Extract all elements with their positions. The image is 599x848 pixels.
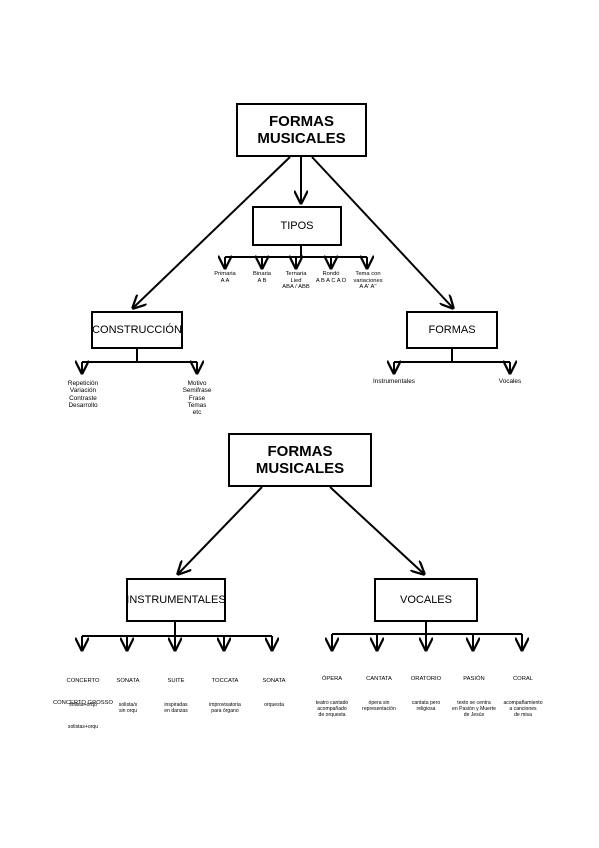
item-desc: cantata pero religiosa bbox=[411, 700, 441, 713]
vocal-pasion: PASIÓN texto se centra en Pasión y Muert… bbox=[444, 658, 504, 737]
item-name: SONATA bbox=[262, 678, 286, 685]
item-desc: solistas+orqu bbox=[67, 724, 99, 731]
item-name: CORAL bbox=[513, 676, 533, 683]
instrumental-concerto-grosso: CONCERTO GROSSO solistas+orqu bbox=[48, 682, 118, 750]
item-desc: orquesta bbox=[264, 702, 284, 709]
instrumental-sonata-solista: SONATA solista/s sin orqu bbox=[106, 660, 150, 734]
vocales-box: VOCALES bbox=[374, 578, 478, 622]
instrumental-toccata: TOCCATA improvisatoria para órgano bbox=[198, 660, 252, 734]
item-name: CONCERTO bbox=[66, 678, 100, 685]
item-name: ORATORIO bbox=[410, 676, 442, 683]
item-desc: improvisatoria para órgano bbox=[209, 702, 241, 715]
item-name: TOCCATA bbox=[211, 678, 239, 685]
item-desc: inspiradas en danzas bbox=[164, 702, 188, 715]
vocal-coral: CORAL acompañamiento a canciones de misa bbox=[494, 658, 552, 737]
item-name: CONCERTO GROSSO bbox=[52, 700, 114, 707]
construccion-box: CONSTRUCCIÓN bbox=[91, 311, 183, 349]
tipo-tema-con-variaciones: Tema con variaciones A A' A'' bbox=[353, 271, 383, 291]
item-desc: solista+orqu bbox=[69, 702, 97, 709]
construccion-item-repeticion: Repetición Variación Contraste Desarroll… bbox=[67, 380, 99, 410]
tipo-ternaria: Ternaria Lied ABA / ABB bbox=[282, 271, 310, 291]
item-desc: solista/s sin orqu bbox=[118, 702, 138, 715]
item-name: ÓPERA bbox=[321, 676, 343, 683]
tipo-binaria: Binaria A B bbox=[252, 271, 272, 284]
item-desc: acompañamiento a canciones de misa bbox=[503, 700, 543, 719]
item-name: PASIÓN bbox=[463, 676, 485, 683]
formas-musicales-box: FORMAS MUSICALES bbox=[236, 103, 367, 157]
item-name: CANTATA bbox=[366, 676, 392, 683]
item-name: SUITE bbox=[167, 678, 185, 685]
item-desc: texto se centra en Pasión y Muerte de Je… bbox=[452, 700, 496, 719]
tipo-rondo: Rondó A B A C A D bbox=[315, 271, 347, 284]
construccion-item-motivo: Motivo Semifrase Frase Temas etc bbox=[182, 380, 212, 417]
formas-box: FORMAS bbox=[406, 311, 498, 349]
tipos-box: TIPOS bbox=[252, 206, 342, 246]
instrumental-suite: SUITE inspiradas en danzas bbox=[153, 660, 199, 734]
item-desc: ópera sin representación bbox=[362, 700, 396, 713]
instrumentales-box: INSTRUMENTALES bbox=[126, 578, 226, 622]
tipo-primaria: Primaria A A bbox=[214, 271, 236, 284]
formas-item-instrumentales: Instrumentales bbox=[373, 378, 415, 385]
vocal-opera: ÓPERA teatro cantado acompañado de orque… bbox=[306, 658, 358, 737]
formas-item-vocales: Vocales bbox=[498, 378, 522, 385]
formas-musicales-box-2: FORMAS MUSICALES bbox=[228, 433, 372, 487]
vocal-cantata: CANTATA ópera sin representación bbox=[352, 658, 406, 732]
instrumental-sonata-orquesta: SONATA orquesta bbox=[252, 660, 296, 728]
item-name: SONATA bbox=[116, 678, 140, 685]
instrumental-concerto: CONCERTO solista+orqu bbox=[58, 660, 108, 728]
item-desc: teatro cantado acompañado de orquesta bbox=[315, 700, 349, 719]
vocal-oratorio: ORATORIO cantata pero religiosa bbox=[400, 658, 452, 732]
